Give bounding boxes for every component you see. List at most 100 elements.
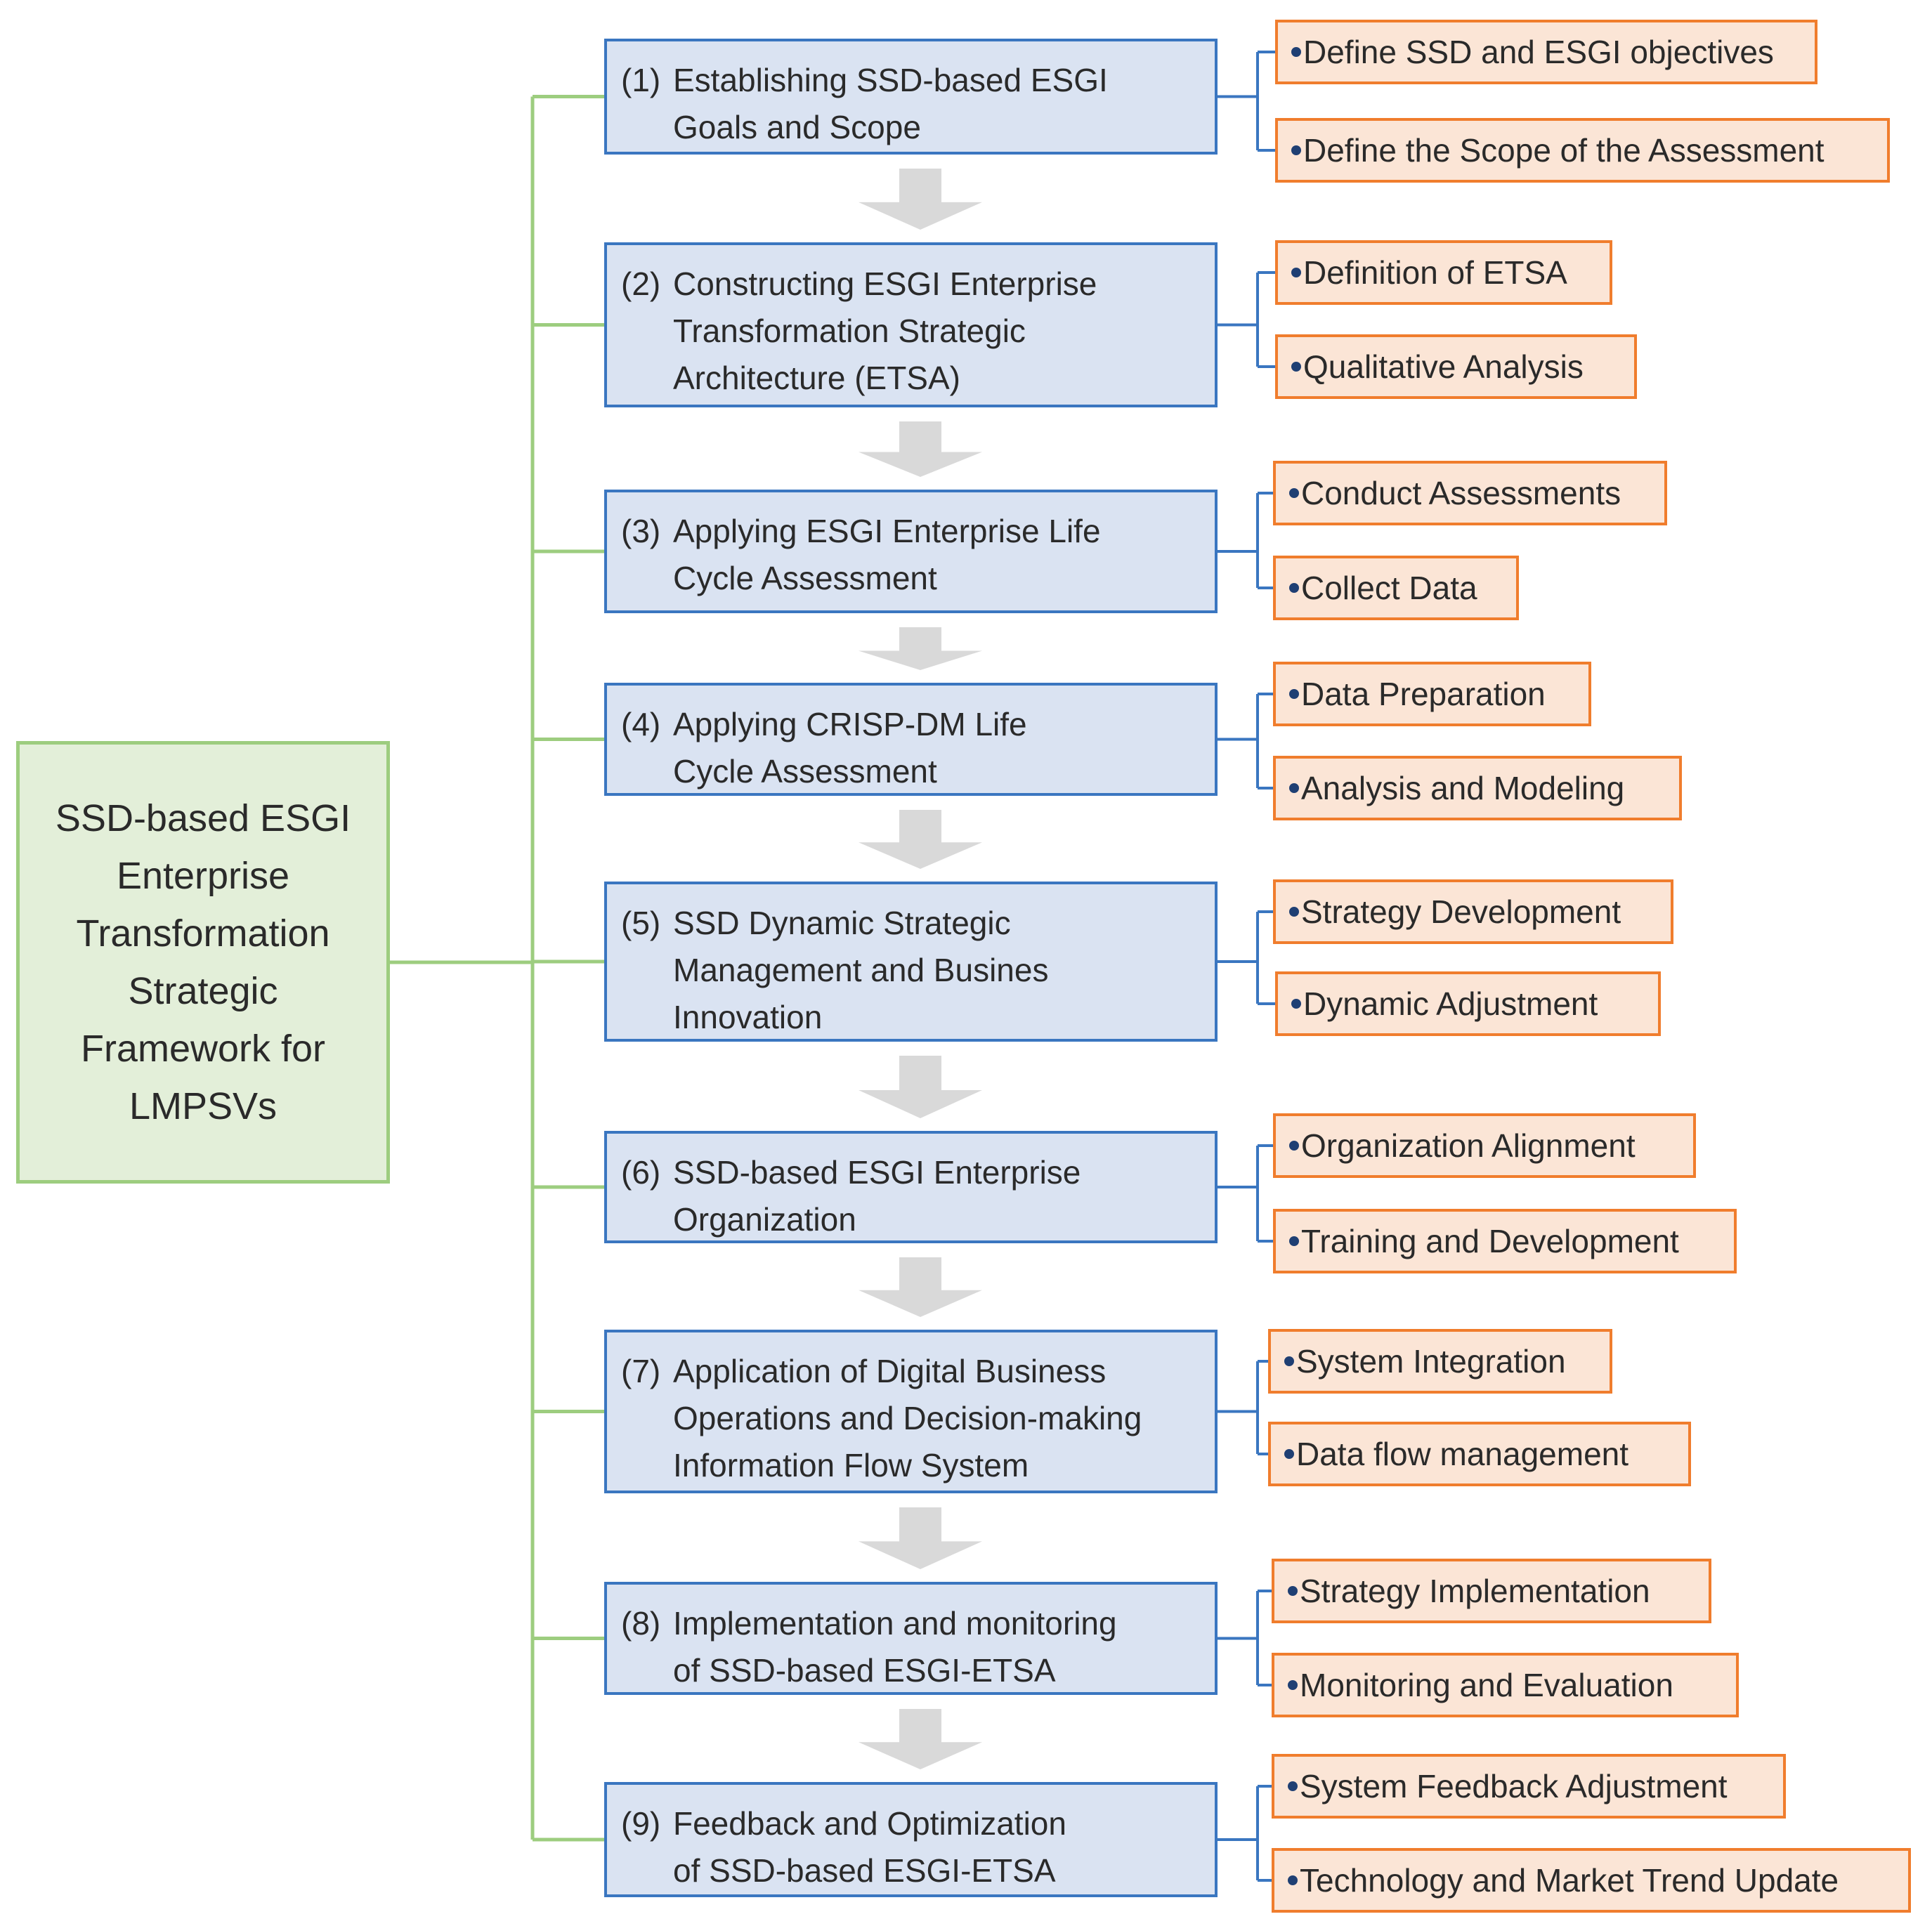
substep-label: System Integration [1296,1343,1566,1380]
step-number: (6) [621,1154,661,1191]
substep-box: Define the Scope of the Assessment [1275,118,1890,183]
down-arrow-icon [859,1507,982,1569]
substep-box: Definition of ETSA [1275,240,1612,305]
substep-box: System Feedback Adjustment [1272,1754,1786,1819]
down-arrow-icon [859,810,982,869]
substep-label: Training and Development [1301,1223,1679,1259]
bullet-dot-icon [1291,268,1301,277]
bullet-dot-icon [1284,1449,1294,1459]
bullet-dot-icon [1289,488,1299,498]
step-title: (8) Implementation and monitoring of SSD-b… [621,1600,1206,1694]
substep-box: Strategy Development [1273,879,1673,944]
bullet-dot-icon [1288,1586,1298,1596]
step-title-line: Goals and Scope [673,109,921,145]
substep-label: Collect Data [1301,570,1477,606]
step-title-line: Applying ESGI Enterprise Life [673,513,1101,549]
bullet-dot-icon [1291,362,1301,372]
step-number: (1) [621,62,661,98]
down-arrow-icon [859,1709,982,1769]
substep-label: Dynamic Adjustment [1303,985,1598,1022]
step-number: (7) [621,1353,661,1389]
bullet-dot-icon [1284,1356,1294,1366]
root-title-line: Transformation [76,912,330,955]
step-title-line: Cycle Assessment [673,560,937,596]
substep-label: Monitoring and Evaluation [1300,1667,1673,1703]
step-title-line: SSD-based ESGI Enterprise [673,1154,1081,1191]
step-number: (9) [621,1805,661,1842]
substep-label: Analysis and Modeling [1301,770,1625,806]
bullet-dot-icon [1289,1141,1299,1151]
step-number: (8) [621,1605,661,1642]
substep-label: Define SSD and ESGI objectives [1303,34,1774,70]
bullet-dot-icon [1291,47,1301,57]
step-title-line: Architecture (ETSA) [673,360,960,396]
step-title-line: Implementation and monitoring [673,1605,1117,1642]
substep-box: Define SSD and ESGI objectives [1275,20,1817,84]
down-arrow-icon [859,421,982,477]
substep-box: Data Preparation [1273,662,1591,726]
down-arrow-icon [859,627,982,670]
substep-label: Strategy Development [1301,893,1621,930]
substep-label: Definition of ETSA [1303,254,1567,291]
root-box: SSD-based ESGI Enterprise Transformation… [16,741,390,1184]
step-title-line: SSD Dynamic Strategic [673,905,1011,941]
step-title-line: Constructing ESGI Enterprise [673,266,1097,302]
root-title-line: Framework for [80,1028,326,1070]
step-title-line: Information Flow System [673,1447,1029,1483]
root-title: SSD-based ESGI Enterprise Transformation… [56,790,351,1135]
step-title-line: of SSD-based ESGI-ETSA [673,1852,1056,1889]
down-arrow-icon [859,169,982,230]
step-box: (8) Implementation and monitoring of SSD-b… [604,1582,1218,1695]
bullet-dot-icon [1288,1875,1298,1885]
step-number: (4) [621,706,661,742]
substep-label: Define the Scope of the Assessment [1303,132,1825,169]
step-title-line: of SSD-based ESGI-ETSA [673,1652,1056,1689]
substep-label: Strategy Implementation [1300,1573,1650,1609]
substep-box: Monitoring and Evaluation [1272,1653,1739,1717]
substep-box: Technology and Market Trend Update [1272,1848,1911,1913]
substep-box: Conduct Assessments [1273,461,1667,525]
substep-label: Conduct Assessments [1301,475,1621,511]
step-title-line: Management and Busines [673,952,1049,988]
substep-label: System Feedback Adjustment [1300,1768,1728,1804]
step-title-line: Applying CRISP-DM Life [673,706,1027,742]
root-title-line: Enterprise [116,855,290,897]
substep-box: Qualitative Analysis [1275,334,1637,399]
bullet-dot-icon [1289,583,1299,593]
substep-label: Data flow management [1296,1436,1629,1472]
bullet-dot-icon [1289,689,1299,699]
substep-label: Qualitative Analysis [1303,348,1584,385]
bullet-dot-icon [1291,999,1301,1009]
bullet-dot-icon [1289,1236,1299,1246]
bullet-dot-icon [1288,1680,1298,1690]
substep-box: System Integration [1268,1329,1612,1394]
substep-label: Organization Alignment [1301,1127,1636,1164]
substep-label: Data Preparation [1301,676,1546,712]
step-title-line: Operations and Decision-making [673,1400,1142,1436]
bullet-dot-icon [1288,1781,1298,1791]
substep-box: Dynamic Adjustment [1275,971,1661,1036]
down-arrow-icon [859,1056,982,1118]
substep-box: Organization Alignment [1273,1113,1696,1178]
step-number: (3) [621,513,661,549]
step-title-line: Cycle Assessment [673,753,937,790]
step-title-line: Innovation [673,999,823,1035]
substep-box: Strategy Implementation [1272,1559,1711,1623]
substep-label: Technology and Market Trend Update [1300,1862,1839,1899]
down-arrow-icon [859,1257,982,1317]
